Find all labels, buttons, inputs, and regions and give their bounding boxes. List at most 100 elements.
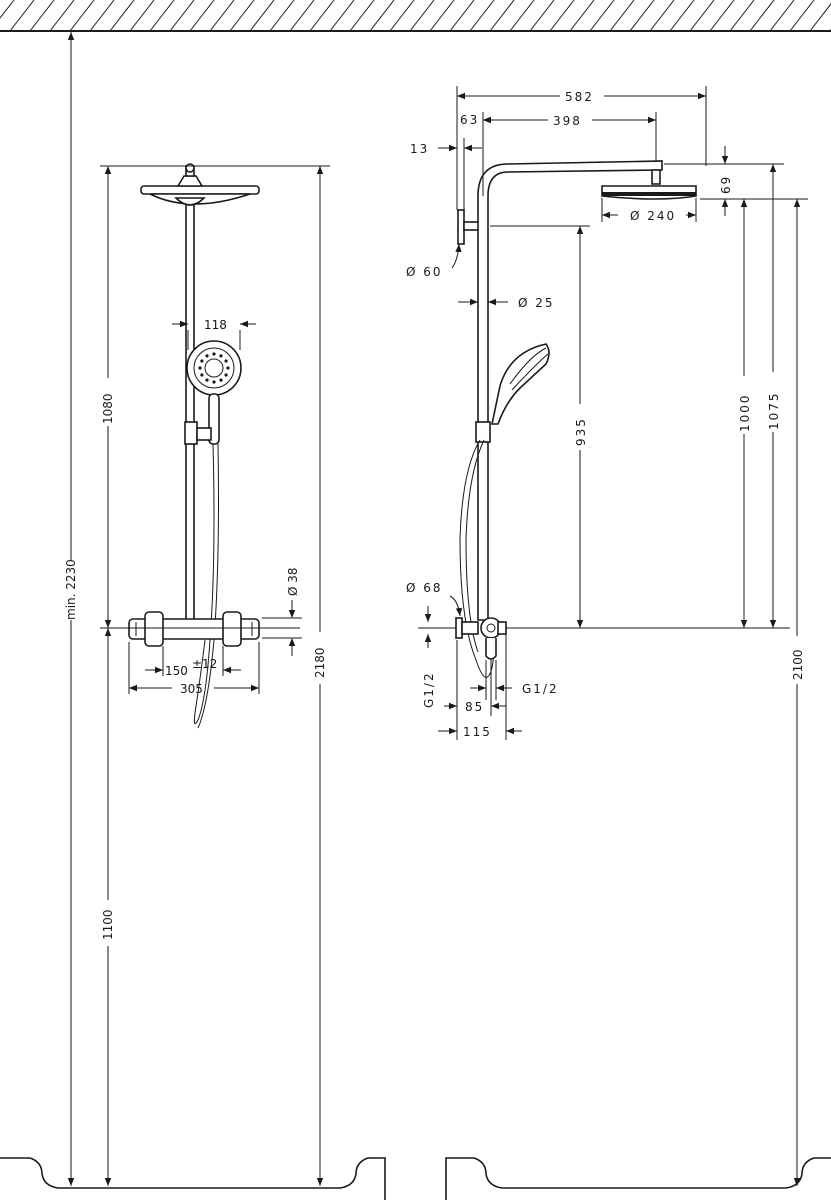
hatch-line (249, 0, 275, 32)
hatch-line (509, 0, 535, 32)
hatch-line (69, 0, 95, 32)
dim-overhead-bottom-height: 2100 (791, 649, 805, 680)
hatch-line (149, 0, 175, 32)
hatch-line (109, 0, 135, 32)
dim-overhead-above-thermostat: 1080 (101, 393, 115, 424)
spray-nozzle (212, 380, 216, 384)
hatch-line (769, 0, 795, 32)
dim-overall-projection: 582 (565, 90, 594, 104)
dim-wall-bracket-offset: 13 (410, 142, 429, 156)
spray-nozzle (226, 366, 230, 370)
ceiling (0, 0, 831, 32)
hatch-line (489, 0, 515, 32)
hatch-line (669, 0, 695, 32)
front-overhead-shower (140, 163, 260, 206)
hatch-line (729, 0, 755, 32)
hatch-line (289, 0, 315, 32)
hatch-line (549, 0, 575, 32)
hatch-line (589, 0, 615, 32)
floor-front (0, 1157, 386, 1200)
hatch-line (429, 0, 455, 32)
side-hose (459, 439, 494, 678)
side-dimensions: 582 63 398 13 69 Ø 240 Ø 60 Ø 25 (406, 86, 808, 1186)
hatch-line (29, 0, 55, 32)
dim-outlet-thread: G1/2 (522, 682, 559, 696)
hatch-line (389, 0, 415, 32)
spray-nozzle (200, 359, 204, 363)
spray-nozzle (224, 373, 228, 377)
hatch-line (529, 0, 555, 32)
front-slider-holder (196, 427, 212, 441)
dim-arm-length: 398 (553, 114, 582, 128)
hatch-line (209, 0, 235, 32)
side-overhead-shower (601, 169, 697, 200)
side-thermostat (455, 617, 507, 660)
dim-overhead-top-above-thermostat: 1075 (767, 391, 781, 430)
hatch-line (469, 0, 495, 32)
spray-nozzle (224, 359, 228, 363)
dim-total-height: 2180 (313, 647, 327, 678)
dim-min-ceiling-height: min. 2230 (64, 559, 78, 620)
hatch-line (569, 0, 595, 32)
front-thermostat (128, 611, 260, 647)
hatch-line (0, 0, 15, 19)
side-wall-flange (457, 209, 465, 245)
front-slider (184, 421, 198, 445)
dim-connection-spacing: 150 (165, 664, 188, 678)
spray-nozzle (219, 378, 223, 382)
dim-wall-to-thermostat-axis: 85 (465, 700, 484, 714)
hatch-line (229, 0, 255, 32)
side-riser-and-arm (477, 160, 663, 621)
dim-bracket-to-thermostat: 935 (574, 417, 588, 446)
hatch-line (609, 0, 635, 32)
spray-nozzle (200, 373, 204, 377)
hatch-line (809, 3, 831, 32)
floor-side (445, 1157, 831, 1200)
dim-thermostat-height: 1100 (101, 909, 115, 940)
spray-nozzle (205, 378, 209, 382)
spray-nozzle (198, 366, 202, 370)
front-view (128, 163, 260, 729)
hatch-line (189, 0, 215, 32)
hatch-line (329, 0, 355, 32)
dim-wall-to-thermostat-front: 115 (463, 725, 492, 739)
dim-connection-tolerance: ±12 (192, 657, 217, 671)
dim-overhead-thickness: 69 (719, 175, 733, 194)
hatch-line (649, 0, 675, 32)
front-dimensions: min. 2230 1080 1100 2180 118 Ø 38 150 (64, 32, 330, 1186)
dim-wall-to-pipe: 63 (460, 113, 479, 127)
hatch-line (409, 0, 435, 32)
dim-thermostat-width: 305 (180, 682, 203, 696)
hatch-line (129, 0, 155, 32)
hatch-line (689, 0, 715, 32)
hatch-line (449, 0, 475, 32)
front-hose (193, 443, 215, 725)
hatch-line (49, 0, 75, 32)
hatch-line (309, 0, 335, 32)
hatch-line (749, 0, 775, 32)
hatch-line (169, 0, 195, 32)
spray-nozzle (205, 354, 209, 358)
dim-overhead-diameter: Ø 240 (630, 209, 676, 223)
spray-nozzle (212, 352, 216, 356)
dim-thermostat-diameter: Ø 38 (286, 567, 300, 596)
side-slider (475, 421, 491, 443)
dim-wall-flange-diameter: Ø 60 (406, 265, 443, 279)
hatch-line (629, 0, 655, 32)
front-riser-pipe (185, 199, 195, 621)
hatch-line (269, 0, 295, 32)
hatch-line (369, 0, 395, 32)
dim-inlet-thread: G1/2 (422, 671, 436, 708)
hatch-line (9, 0, 35, 32)
side-hand-shower (491, 343, 550, 425)
hatch-line (89, 0, 115, 32)
side-view (455, 160, 697, 678)
hatch-line (789, 0, 815, 32)
ceiling-hatch (0, 0, 831, 32)
dim-overhead-bottom-above-thermostat: 1000 (738, 393, 752, 432)
spray-nozzle (219, 354, 223, 358)
dim-escutcheon-diameter: Ø 68 (406, 581, 443, 595)
hatch-line (349, 0, 375, 32)
hatch-line (709, 0, 735, 32)
